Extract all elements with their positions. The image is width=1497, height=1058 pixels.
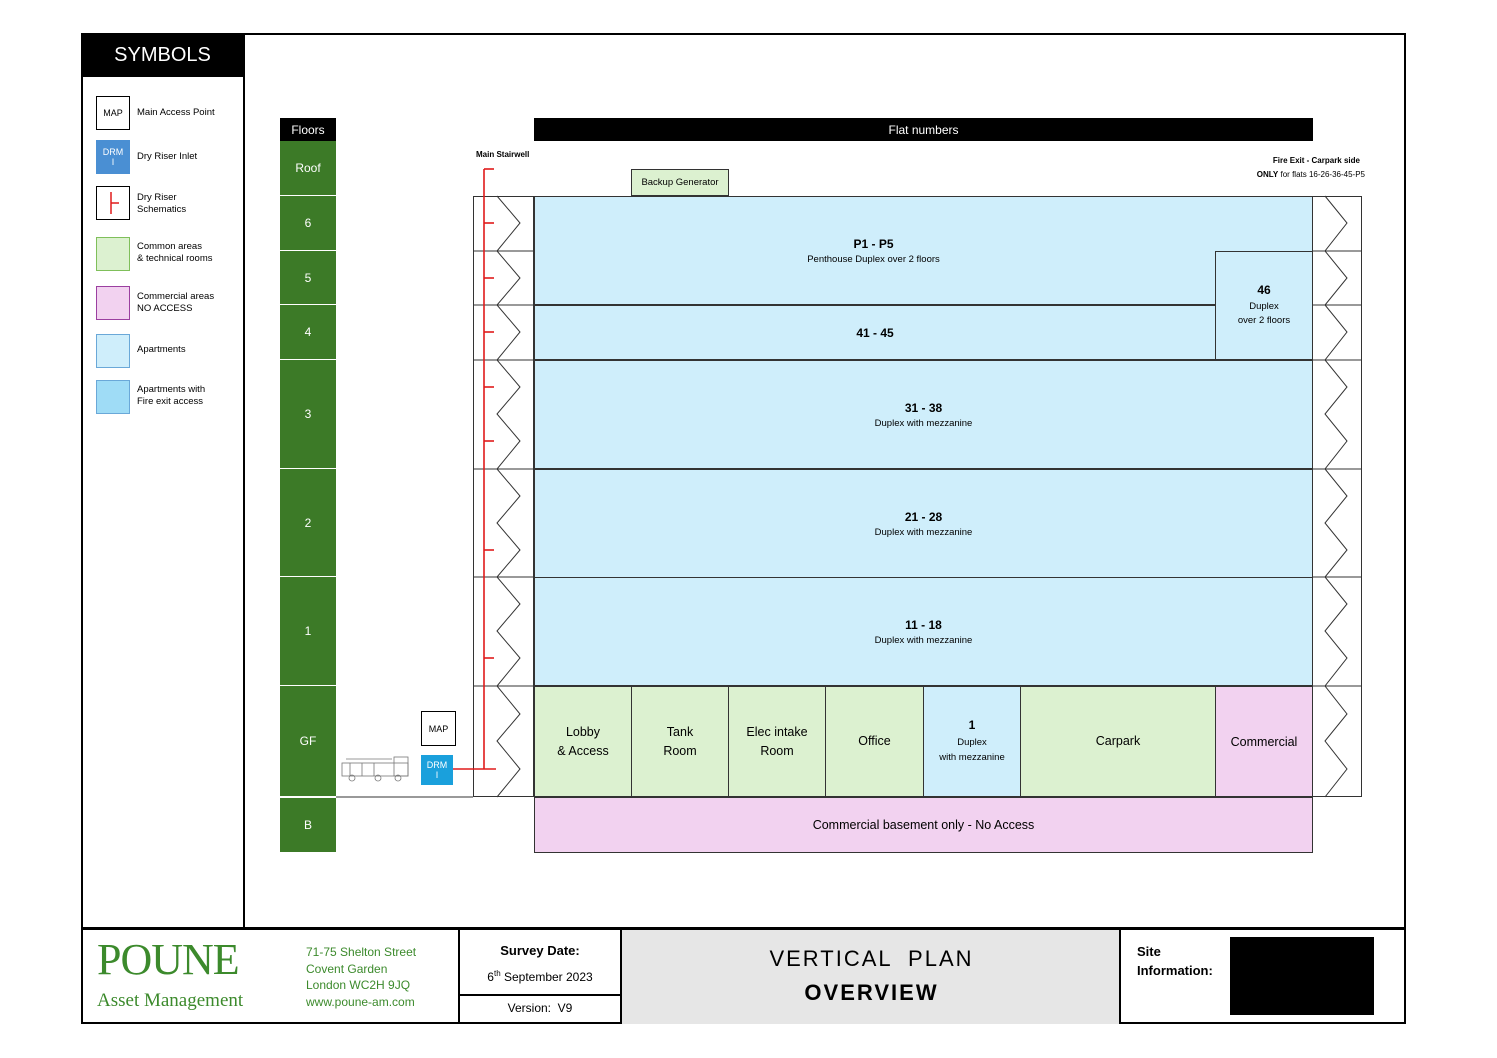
version: Version: V9 xyxy=(507,1001,573,1015)
apartment-21-28-desc: Duplex with mezzanine xyxy=(874,526,973,538)
apartment-11-18: 11 - 18 Duplex with mezzanine xyxy=(534,577,1313,686)
legend-map-label: Main Access Point xyxy=(137,107,215,118)
apartment-11-18-desc: Duplex with mezzanine xyxy=(874,634,973,646)
tank-room: Tank Room xyxy=(631,686,729,797)
floors-header: Floors xyxy=(280,118,336,141)
survey-cell xyxy=(458,929,622,1024)
address-line-2: Covent Garden xyxy=(306,961,388,976)
apartment-46-number: 46 xyxy=(1257,283,1271,297)
legend-map: MAP xyxy=(96,96,130,130)
legend-commercial-label: Commercial areas NO ACCESS xyxy=(137,291,215,314)
apartment-1: 1 Duplex with mezzanine xyxy=(923,686,1021,797)
site-info-label: Site Information: xyxy=(1137,944,1213,978)
apartment-31-38: 31 - 38 Duplex with mezzanine xyxy=(534,360,1313,469)
apartment-penthouse-desc: Penthouse Duplex over 2 floors xyxy=(807,253,940,265)
address-block: 71-75 Shelton Street Covent Garden Londo… xyxy=(306,944,416,1010)
legend-common-label: Common areas & technical rooms xyxy=(137,241,213,264)
address-website[interactable]: www.poune-am.com xyxy=(306,994,415,1009)
symbols-divider xyxy=(243,33,245,929)
lobby-access: Lobby & Access xyxy=(534,686,632,797)
symbols-title: SYMBOLS xyxy=(81,33,244,77)
apartment-1-desc: Duplex with mezzanine xyxy=(939,737,1005,763)
apartment-41-45-number: 41 - 45 xyxy=(856,325,894,340)
legend-drmi: DRM I xyxy=(96,140,130,174)
apartment-11-18-number: 11 - 18 xyxy=(905,617,942,632)
common-area-swatch-icon xyxy=(96,237,130,271)
survey-date: 6th September 2023 xyxy=(458,969,622,984)
carpark: Carpark xyxy=(1020,686,1216,797)
main-stairwell-label: Main Stairwell xyxy=(476,150,530,159)
fire-exit-title: Fire Exit - Carpark side xyxy=(1272,156,1360,165)
title-cell xyxy=(622,930,1121,1024)
apartment-31-38-desc: Duplex with mezzanine xyxy=(874,417,973,429)
commercial-basement: Commercial basement only - No Access xyxy=(534,797,1313,853)
apartment-penthouse: P1 - P5 Penthouse Duplex over 2 floors xyxy=(534,196,1313,305)
floor-6: 6 xyxy=(280,196,336,251)
apartment-31-38-number: 31 - 38 xyxy=(904,400,943,415)
apartment-41-45: 41 - 45 xyxy=(534,305,1216,360)
logo-sub: Asset Management xyxy=(97,990,244,1011)
map-symbol-icon: MAP xyxy=(96,96,130,130)
fire-exit-apartment-swatch-icon xyxy=(96,380,130,414)
apartment-46-desc: Duplex over 2 floors xyxy=(1237,301,1291,326)
floor-5: 5 xyxy=(280,251,336,305)
legend-fire-apartments-label: Apartments with Fire exit access xyxy=(137,384,206,407)
survey-month-year: September 2023 xyxy=(500,970,593,984)
fire-exit-note: ONLY for flats 16-26-36-45-P5 xyxy=(1160,170,1365,179)
floor-1: 1 xyxy=(280,577,336,686)
survey-label: Survey Date: xyxy=(500,943,580,958)
commercial-area-swatch-icon xyxy=(96,286,130,320)
plan-title: VERTICAL PLAN xyxy=(769,946,974,971)
fire-exit-flats: for flats 16-26-36-45-P5 xyxy=(1278,170,1366,179)
survey-day: 6 xyxy=(487,970,494,984)
apartment-21-28: 21 - 28 Duplex with mezzanine xyxy=(534,469,1313,578)
main-access-point-marker: MAP xyxy=(421,711,456,746)
legend-drmi-label: Dry Riser Inlet xyxy=(137,151,198,162)
logo-main: POUNE xyxy=(97,935,240,984)
fire-exit-only: ONLY xyxy=(1256,170,1279,179)
floor-roof: Roof xyxy=(280,141,336,196)
survey-divider xyxy=(458,994,622,996)
plan-subtitle: OVERVIEW xyxy=(804,980,939,1005)
apartment-21-28-number: 21 - 28 xyxy=(904,509,943,524)
legend-commercial xyxy=(96,286,130,320)
floor-2: 2 xyxy=(280,469,336,577)
dry-riser-inlet-icon: DRM I xyxy=(96,140,130,174)
legend-common xyxy=(96,237,130,271)
commercial-gf: Commercial xyxy=(1215,686,1313,797)
legend-fire-apartments xyxy=(96,380,130,414)
legend-riser xyxy=(96,186,130,220)
legend-apartments xyxy=(96,334,130,368)
footer-divider xyxy=(81,927,1406,930)
site-info-redacted xyxy=(1230,937,1374,1015)
address-line-3: London WC2H 9JQ xyxy=(306,978,411,992)
office: Office xyxy=(825,686,924,797)
legend-riser-label: Dry Riser Schematics xyxy=(137,192,187,215)
floor-b: B xyxy=(280,798,336,853)
address-line-1: 71-75 Shelton Street xyxy=(306,945,417,959)
fire-engine-icon xyxy=(341,756,409,782)
legend-apartments-label: Apartments xyxy=(137,344,186,355)
elec-intake-room: Elec intake Room xyxy=(728,686,826,797)
dry-riser-inlet-marker: DRM I xyxy=(421,755,453,785)
apartment-1-number: 1 xyxy=(968,718,976,732)
main-stairwell xyxy=(473,196,534,797)
floor-3: 3 xyxy=(280,360,336,469)
floor-gf: GF xyxy=(280,686,336,797)
flat-numbers-header: Flat numbers xyxy=(534,118,1313,141)
survey-day-suffix: th xyxy=(493,969,501,978)
backup-generator: Backup Generator xyxy=(631,169,729,196)
apartment-swatch-icon xyxy=(96,334,130,368)
floor-4: 4 xyxy=(280,305,336,360)
dry-riser-schematic-icon xyxy=(96,186,130,220)
apartment-46: 46 Duplex over 2 floors xyxy=(1215,251,1313,360)
apartment-penthouse-number: P1 - P5 xyxy=(853,236,894,251)
